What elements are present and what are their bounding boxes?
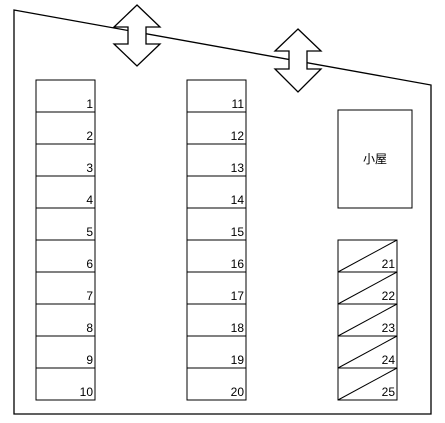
parking-stall: 14 bbox=[186, 175, 247, 209]
parking-stall: 16 bbox=[186, 239, 247, 273]
parking-stall: 13 bbox=[186, 143, 247, 177]
stall-hatch bbox=[337, 303, 398, 337]
stall-number: 9 bbox=[86, 353, 93, 367]
parking-stall: 2 bbox=[35, 111, 96, 145]
parking-stall: 22 bbox=[337, 271, 398, 305]
parking-stall: 19 bbox=[186, 335, 247, 369]
parking-stall: 8 bbox=[35, 303, 96, 337]
stall-hatch bbox=[337, 271, 398, 305]
shed bbox=[337, 109, 413, 209]
stall-number: 3 bbox=[86, 161, 93, 175]
parking-stall: 15 bbox=[186, 207, 247, 241]
parking-stall: 11 bbox=[186, 79, 247, 113]
stall-box bbox=[35, 271, 96, 305]
stall-number: 19 bbox=[231, 353, 245, 367]
stall-box bbox=[186, 271, 247, 305]
stall-number: 7 bbox=[86, 289, 93, 303]
parking-stall: 21 bbox=[337, 239, 398, 273]
stall-number: 12 bbox=[231, 129, 245, 143]
stall-box bbox=[186, 79, 247, 113]
parking-stall: 20 bbox=[186, 367, 247, 401]
stall-box bbox=[186, 335, 247, 369]
stall-number: 11 bbox=[232, 97, 245, 111]
stall-box bbox=[186, 175, 247, 209]
stall-number: 17 bbox=[231, 289, 245, 303]
stall-number: 20 bbox=[231, 385, 245, 399]
stall-number: 14 bbox=[231, 193, 245, 207]
stall-number: 18 bbox=[231, 321, 245, 335]
stall-number: 6 bbox=[86, 257, 93, 271]
parking-stall: 5 bbox=[35, 207, 96, 241]
stall-number: 24 bbox=[382, 353, 396, 367]
parking-stall: 17 bbox=[186, 271, 247, 305]
stall-box bbox=[186, 239, 247, 273]
stall-hatch bbox=[337, 367, 398, 401]
stall-number: 21 bbox=[382, 257, 396, 271]
stall-box bbox=[35, 79, 96, 113]
stall-hatch bbox=[337, 239, 398, 273]
stall-number: 22 bbox=[382, 289, 396, 303]
stall-box bbox=[35, 303, 96, 337]
stall-number: 1 bbox=[86, 97, 93, 111]
stall-number: 8 bbox=[86, 321, 93, 335]
stall-number: 13 bbox=[231, 161, 245, 175]
stall-column-b: 11 12 13 14 15 16 17 18 19 20 bbox=[186, 79, 247, 401]
entrance-arrow-right bbox=[273, 28, 323, 93]
stall-number: 10 bbox=[80, 385, 94, 399]
parking-stall: 10 bbox=[35, 367, 96, 401]
parking-stall: 23 bbox=[337, 303, 398, 337]
shed-label: 小屋 bbox=[363, 152, 387, 166]
stall-number: 16 bbox=[231, 257, 245, 271]
stall-box bbox=[186, 207, 247, 241]
stall-number: 5 bbox=[86, 225, 93, 239]
stall-box bbox=[35, 367, 96, 401]
stall-box bbox=[35, 207, 96, 241]
parking-stall: 9 bbox=[35, 335, 96, 369]
parking-stall: 12 bbox=[186, 111, 247, 145]
parking-stall: 25 bbox=[337, 367, 398, 401]
stall-box bbox=[186, 303, 247, 337]
parking-stall: 18 bbox=[186, 303, 247, 337]
parking-stall: 4 bbox=[35, 175, 96, 209]
entrance-arrow-left bbox=[112, 4, 162, 67]
stall-number: 2 bbox=[86, 129, 93, 143]
stall-column-c: 21 22 23 24 25 bbox=[337, 239, 398, 401]
stall-box bbox=[35, 143, 96, 177]
stall-box bbox=[186, 367, 247, 401]
stall-number: 25 bbox=[382, 385, 396, 399]
parking-stall: 24 bbox=[337, 335, 398, 369]
stall-number: 23 bbox=[382, 321, 396, 335]
stall-number: 4 bbox=[86, 193, 93, 207]
parking-stall: 7 bbox=[35, 271, 96, 305]
stall-box bbox=[35, 175, 96, 209]
stall-number: 15 bbox=[231, 225, 245, 239]
stall-column-a: 1 2 3 4 5 6 7 8 9 10 bbox=[35, 79, 96, 401]
stall-hatch bbox=[337, 335, 398, 369]
parking-stall: 1 bbox=[35, 79, 96, 113]
stall-box bbox=[35, 239, 96, 273]
parking-stall: 6 bbox=[35, 239, 96, 273]
parking-stall: 3 bbox=[35, 143, 96, 177]
